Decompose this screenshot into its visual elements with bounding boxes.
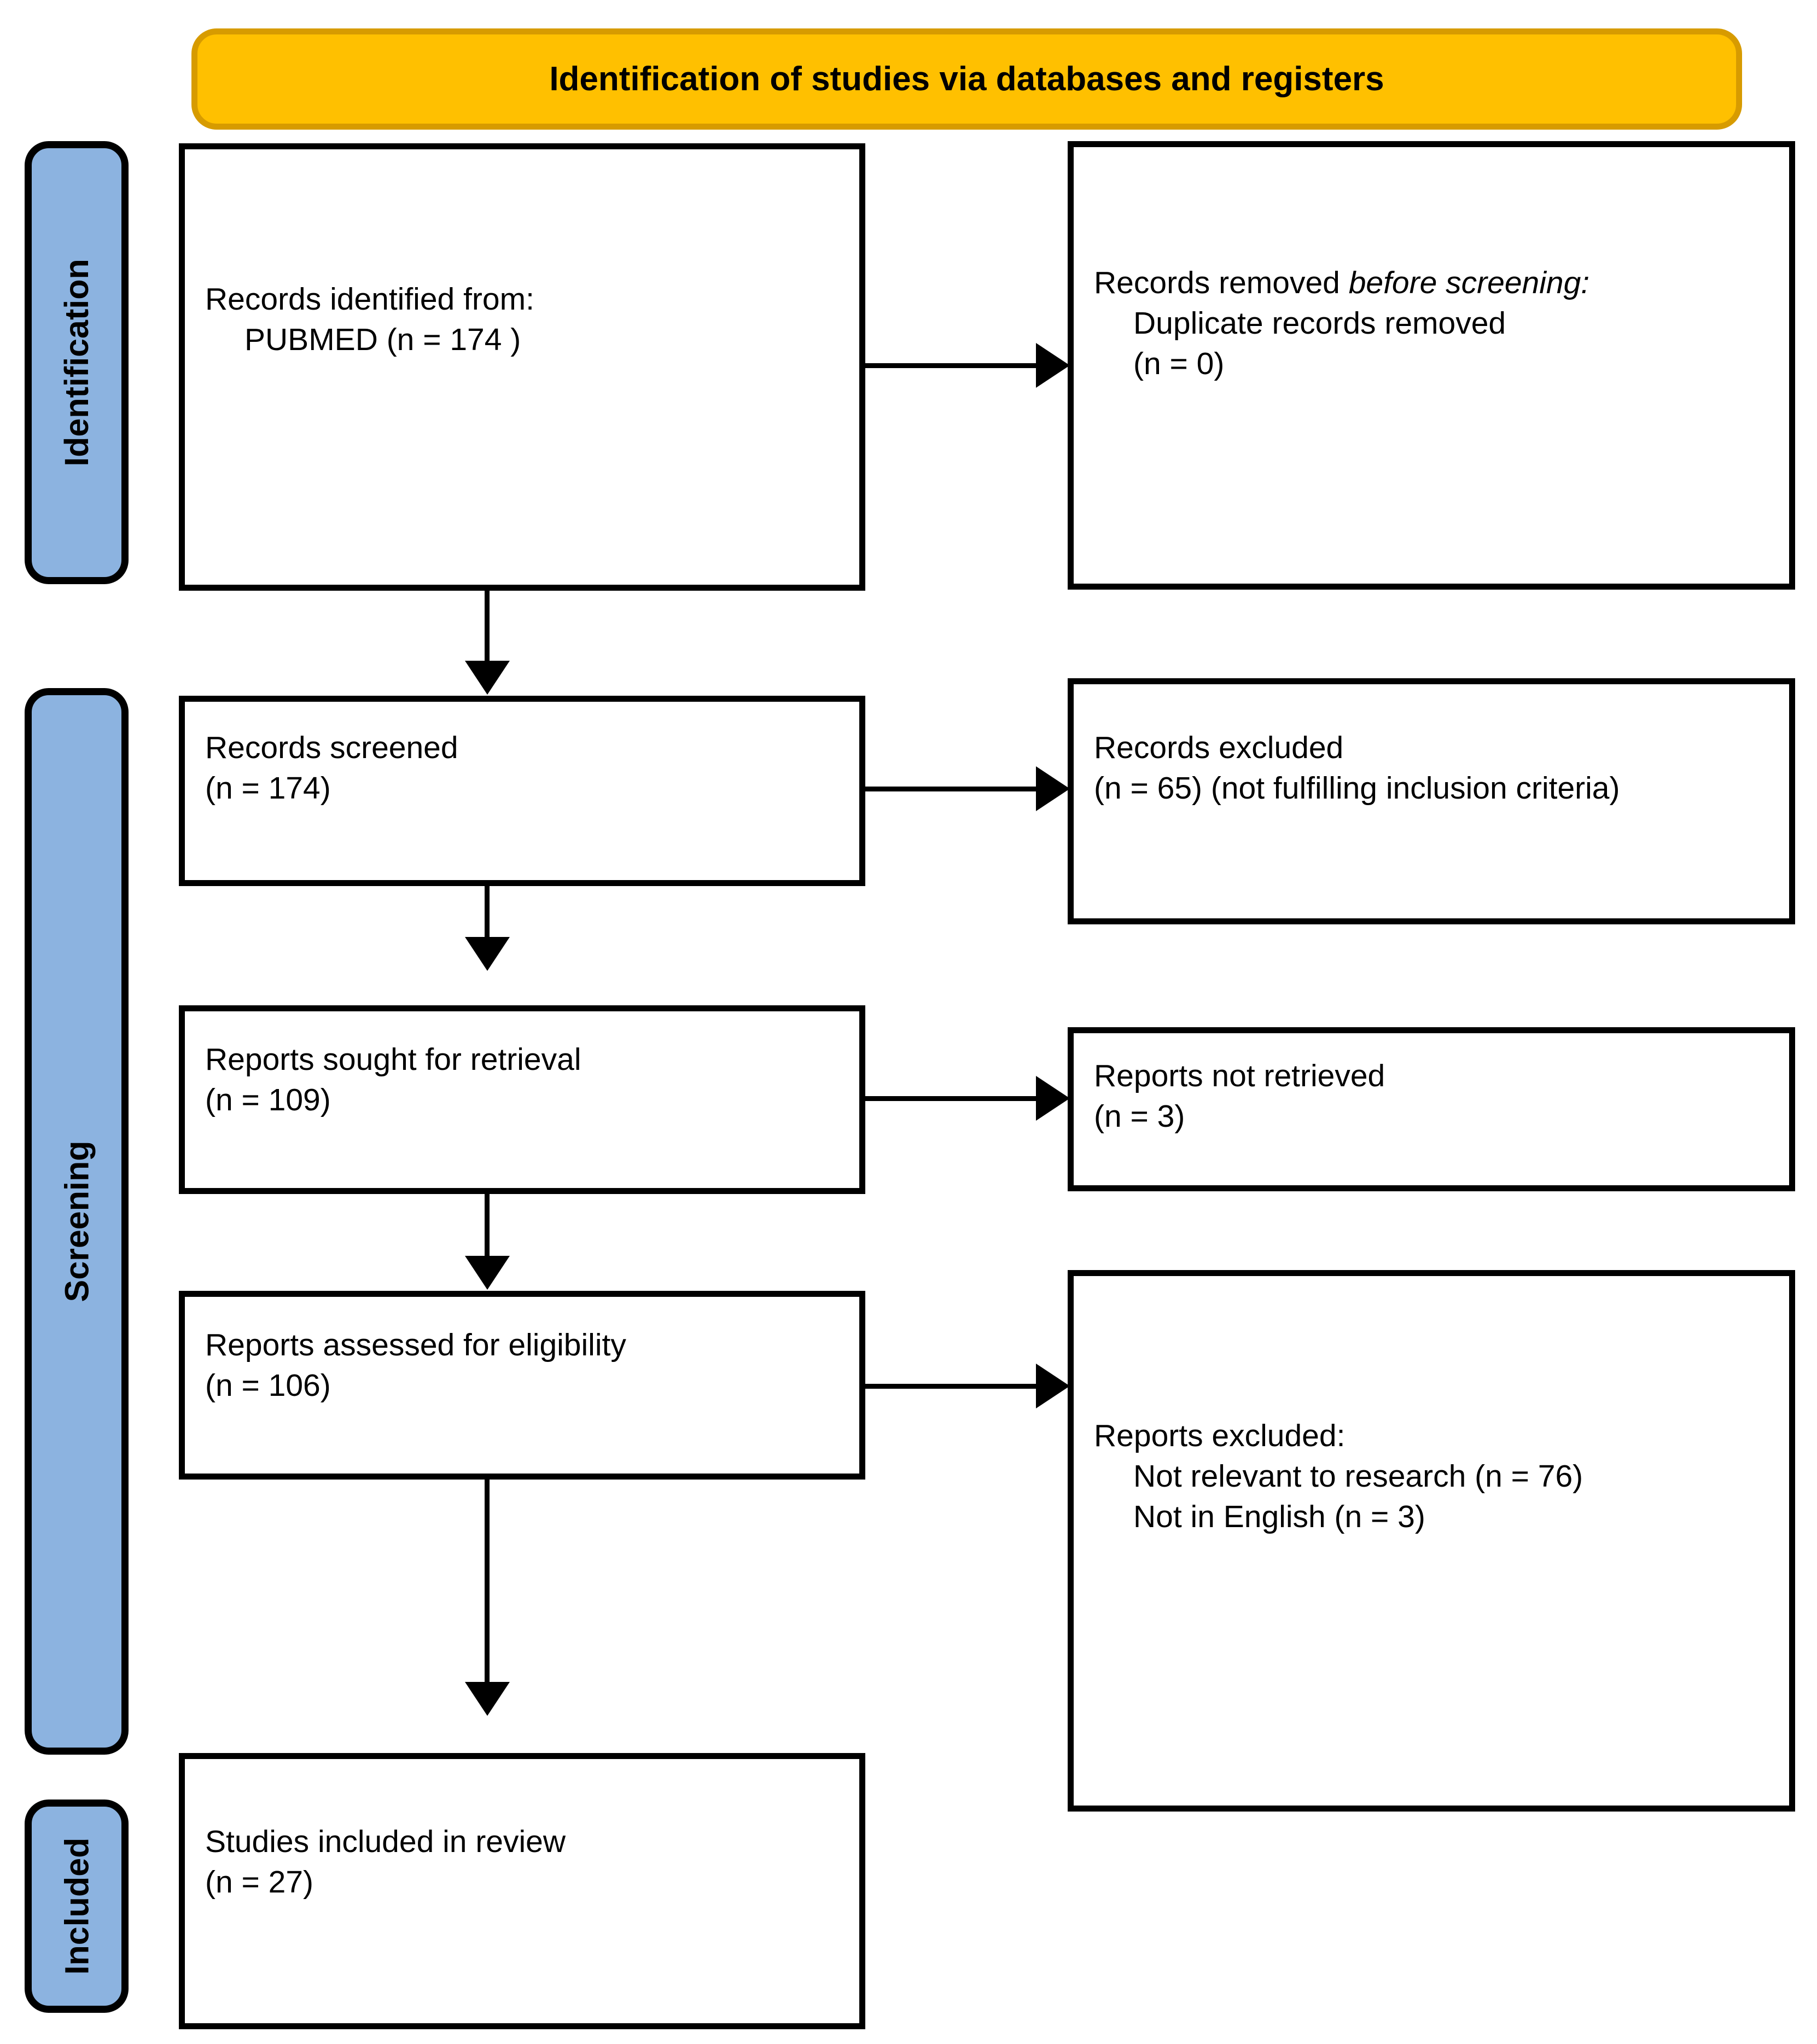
records-removed-line-2: Duplicate records removed — [1133, 306, 1506, 341]
records-identified-line-2: PUBMED (n = 174 ) — [244, 322, 521, 358]
records-removed-line-3: (n = 0) — [1133, 346, 1225, 382]
node-reports-excluded — [1068, 1270, 1795, 1812]
edge-assessed-to-included-arrowhead — [465, 1682, 510, 1716]
diagram-header-banner: Identification of studies via databases … — [191, 28, 1742, 130]
studies-included-line-2: (n = 27) — [205, 1865, 314, 1900]
node-records-screened-text: Records screened (n = 174) — [205, 727, 840, 808]
stage-band-included: Included — [25, 1800, 129, 2013]
edge-assessed-to-included-line — [485, 1480, 490, 1685]
studies-included-line-1: Studies included in review — [205, 1824, 566, 1859]
node-records-excluded-text: Records excluded (n = 65) (not fulfillin… — [1094, 727, 1767, 808]
node-studies-included-text: Studies included in review (n = 27) — [205, 1821, 840, 1902]
edge-screened-to-excluded-arrowhead — [1036, 766, 1070, 811]
reports-assessed-line-2: (n = 106) — [205, 1368, 331, 1404]
edge-screened-to-sought-arrowhead — [465, 937, 510, 971]
edge-screened-to-sought-line — [485, 886, 490, 941]
node-records-identified — [179, 143, 865, 591]
node-reports-sought-text: Reports sought for retrieval (n = 109) — [205, 1039, 840, 1120]
node-reports-assessed-text: Reports assessed for eligibility (n = 10… — [205, 1325, 840, 1406]
reports-sought-line-2: (n = 109) — [205, 1082, 331, 1118]
page-title: Identification of studies via databases … — [549, 60, 1384, 98]
stage-band-identification: Identification — [25, 141, 129, 584]
records-removed-line-1: Records removed before screening: — [1094, 263, 1767, 303]
edge-identified-to-removed-line — [865, 363, 1036, 368]
edge-sought-to-assessed-line — [485, 1194, 490, 1260]
stage-band-screening-label: Screening — [58, 1140, 95, 1302]
reports-excluded-line-3: Not in English (n = 3) — [1133, 1499, 1425, 1535]
reports-sought-line-1: Reports sought for retrieval — [205, 1042, 581, 1077]
records-screened-line-2: (n = 174) — [205, 771, 331, 806]
edge-assessed-to-reports-excluded-arrowhead — [1036, 1364, 1070, 1408]
edge-identified-to-screened-arrowhead — [465, 661, 510, 695]
node-records-screened — [179, 696, 865, 886]
records-removed-colon: : — [1581, 265, 1590, 300]
records-excluded-line-1: Records excluded — [1094, 730, 1344, 765]
node-records-removed — [1068, 141, 1795, 590]
node-records-identified-text: Records identified from: PUBMED (n = 174… — [205, 279, 840, 360]
edge-screened-to-excluded-line — [865, 787, 1036, 791]
records-removed-emphasis: before screening — [1348, 265, 1581, 300]
node-reports-sought — [179, 1005, 865, 1194]
stage-band-included-label: Included — [58, 1837, 96, 1975]
records-identified-line-1: Records identified from: — [205, 282, 534, 317]
edge-sought-to-not-retrieved-line — [865, 1096, 1036, 1101]
records-screened-line-1: Records screened — [205, 730, 458, 765]
reports-not-retrieved-line-1: Reports not retrieved — [1094, 1058, 1385, 1093]
edge-assessed-to-reports-excluded-line — [865, 1384, 1036, 1389]
reports-excluded-line-1: Reports excluded: — [1094, 1418, 1346, 1453]
edge-identified-to-screened-line — [485, 591, 490, 665]
stage-band-identification-label: Identification — [58, 259, 95, 467]
node-studies-included — [179, 1753, 865, 2029]
node-reports-not-retrieved-text: Reports not retrieved (n = 3) — [1094, 1056, 1767, 1137]
edge-sought-to-not-retrieved-arrowhead — [1036, 1076, 1070, 1121]
stage-band-screening: Screening — [25, 688, 129, 1755]
reports-not-retrieved-line-2: (n = 3) — [1094, 1099, 1185, 1134]
edge-sought-to-assessed-arrowhead — [465, 1256, 510, 1290]
node-records-excluded — [1068, 678, 1795, 924]
edge-identified-to-removed-arrowhead — [1036, 343, 1070, 388]
node-reports-assessed — [179, 1291, 865, 1480]
node-records-removed-text: Records removed before screening: Duplic… — [1094, 263, 1767, 384]
node-reports-not-retrieved — [1068, 1027, 1795, 1191]
node-reports-excluded-text: Reports excluded: Not relevant to resear… — [1094, 1416, 1767, 1537]
records-removed-prefix: Records removed — [1094, 265, 1349, 300]
reports-excluded-line-2: Not relevant to research (n = 76) — [1133, 1459, 1583, 1494]
reports-assessed-line-1: Reports assessed for eligibility — [205, 1327, 626, 1362]
records-excluded-line-2: (n = 65) (not fulfilling inclusion crite… — [1094, 771, 1620, 806]
